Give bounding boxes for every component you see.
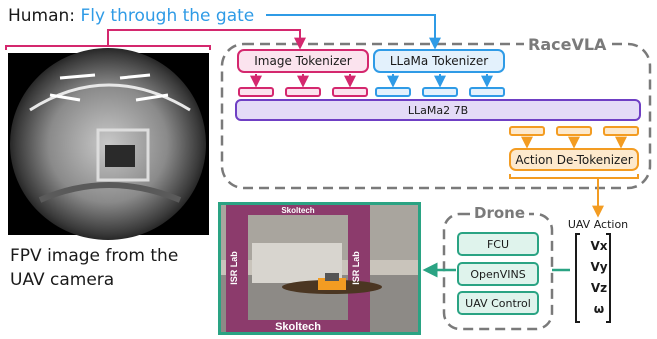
gate-photo-text-left: ISR Lab	[229, 251, 239, 285]
fpv-image	[8, 48, 209, 240]
llama-tokenizer-box	[373, 49, 505, 73]
uav-action-vector: Vx Vy Vz ω	[584, 236, 614, 320]
fcu-box	[457, 232, 539, 256]
text-token-group	[375, 74, 505, 97]
gate-photo-text-right: ISR Lab	[351, 251, 361, 285]
gate-photo	[218, 202, 421, 335]
image-to-tokenizer-line	[107, 29, 306, 50]
llama-tokenizer-label: LLaMa Tokenizer	[389, 54, 489, 68]
gate-photo-text-top: Skoltech	[281, 206, 314, 215]
command-to-tokenizer-line	[266, 14, 441, 50]
human-command: Fly through the gate	[80, 6, 255, 26]
detokenizer-label: Action De-Tokenizer	[515, 152, 633, 167]
action-vy: Vy	[590, 260, 608, 274]
detokenizer-bracket	[509, 174, 639, 179]
action-vz: Vz	[590, 281, 608, 295]
action-omega: ω	[593, 302, 605, 316]
gate-photo-text-bottom: Skoltech	[275, 321, 321, 333]
action-vx: Vx	[590, 239, 608, 253]
fpv-caption: FPV image from the UAV camera	[10, 246, 179, 290]
racevla-title: RaceVLA	[524, 35, 611, 54]
image-tokenizer-label: Image Tokenizer	[254, 54, 352, 68]
image-token-group	[238, 74, 368, 97]
action-bracket-right	[606, 233, 611, 323]
llm-box	[235, 99, 641, 121]
openvins-box	[457, 262, 539, 286]
human-prefix: Human:	[8, 6, 81, 26]
detokenizer-box	[509, 148, 639, 171]
uav-action-label: UAV Action	[567, 217, 629, 231]
llm-label: LLaMa2 7B	[407, 103, 469, 117]
drone-module-uav-control: UAV Control	[465, 296, 531, 310]
drone-module-openvins: OpenVINS	[470, 267, 526, 281]
image-tokenizer-box	[237, 49, 369, 73]
uav-control-box	[457, 291, 539, 315]
drone-title: Drone	[470, 204, 530, 222]
drone-module-fcu: FCU	[486, 237, 510, 251]
human-instruction: Human: Fly through the gate	[8, 6, 254, 26]
action-token-group	[509, 126, 639, 149]
action-bracket-left	[575, 233, 580, 323]
